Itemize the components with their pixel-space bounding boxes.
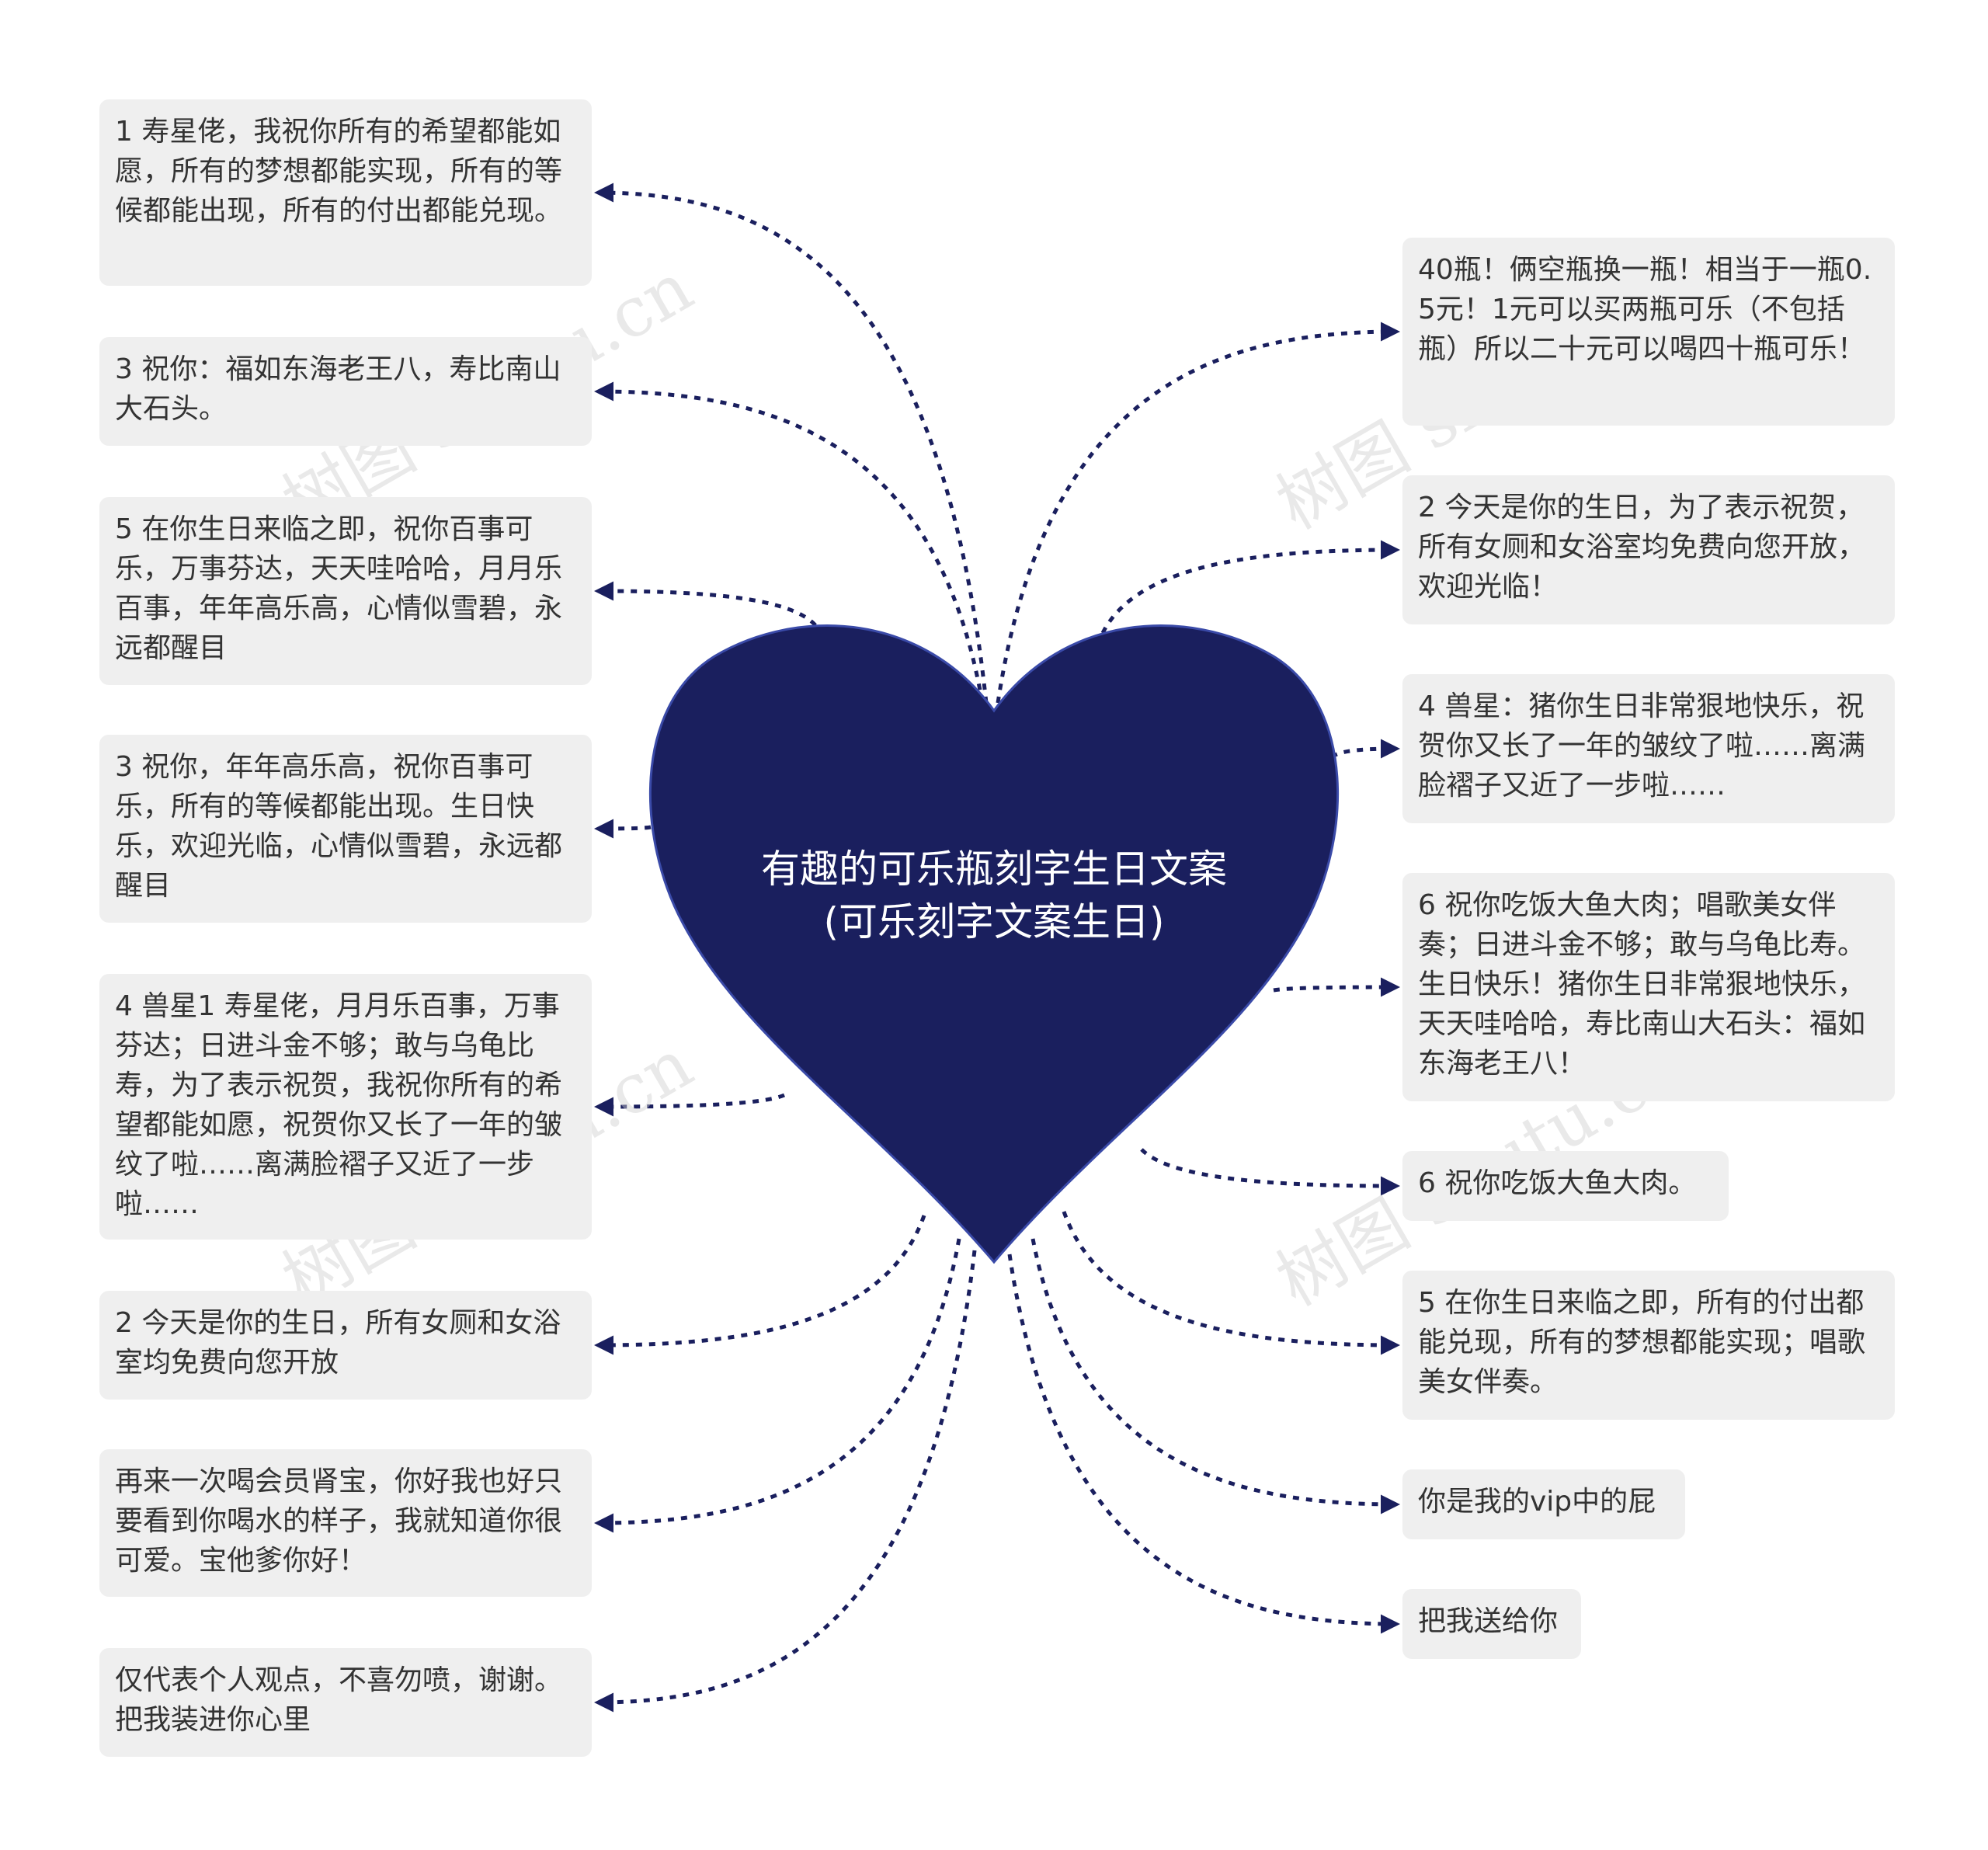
left-node-6[interactable]: 2 今天是你的生日，所有女厕和女浴室均免费向您开放 [99,1291,592,1400]
right-node-6[interactable]: 5 在你生日来临之即，所有的付出都能兑现，所有的梦想都能实现；唱歌美女伴奏。 [1402,1271,1895,1420]
right-connector-4 [1273,977,1400,997]
right-connector-1 [996,322,1400,704]
right-node-7[interactable]: 你是我的vip中的屁 [1402,1469,1685,1539]
center-topic-title: 有趣的可乐瓶刻字生日文案(可乐刻字文案生日) [761,847,1227,944]
right-connector-3 [1330,739,1400,760]
left-node-3[interactable]: 5 在你生日来临之即，祝你百事可乐，万事芬达，天天哇哈哈，月月乐百事，年年高乐高… [99,497,592,685]
right-connector-2 [1100,540,1400,635]
right-connector-5 [1140,1148,1400,1196]
left-node-1[interactable]: 1 寿星佬，我祝你所有的希望都能如愿，所有的梦想都能实现，所有的等候都能出现，所… [99,99,592,286]
left-node-4[interactable]: 3 祝你，年年高乐高，祝你百事可乐，所有的等候都能出现。生日快乐，欢迎光临，心情… [99,735,592,923]
right-node-1[interactable]: 40瓶！俩空瓶换一瓶！相当于一瓶0.5元！1元可以买两瓶可乐（不包括瓶）所以二十… [1402,238,1895,426]
right-connector-6 [1062,1211,1400,1355]
right-connector-8 [1007,1254,1400,1634]
left-connector-6 [594,1215,926,1355]
left-node-2[interactable]: 3 祝你：福如东海老王八，寿比南山大石头。 [99,337,592,446]
left-connector-8 [594,1250,977,1713]
right-node-8[interactable]: 把我送给你 [1402,1589,1581,1659]
right-node-2[interactable]: 2 今天是你的生日，为了表示祝贺，所有女厕和女浴室均免费向您开放，欢迎光临！ [1402,475,1895,624]
center-heart[interactable] [648,624,1340,1264]
left-connector-4 [594,819,652,839]
left-connector-2 [594,381,985,704]
left-connector-5 [594,1093,786,1117]
right-node-4[interactable]: 6 祝你吃饭大鱼大肉；唱歌美女伴奏；日进斗金不够；敢与乌龟比寿。生日快乐！猪你生… [1402,873,1895,1101]
connector-lines [594,183,1400,1713]
left-node-8[interactable]: 仅代表个人观点，不喜勿喷，谢谢。把我装进你心里 [99,1648,592,1757]
right-node-5[interactable]: 6 祝你吃饭大鱼大肉。 [1402,1151,1729,1221]
right-node-3[interactable]: 4 兽星：猪你生日非常狠地快乐，祝贺你又长了一年的皱纹了啦……离满脸褶子又近了一… [1402,674,1895,823]
left-node-5[interactable]: 4 兽星1 寿星佬，月月乐百事，万事芬达；日进斗金不够；敢与乌龟比寿，为了表示祝… [99,974,592,1240]
right-connector-7 [1030,1238,1400,1514]
left-connector-7 [594,1238,961,1533]
left-connector-3 [594,581,817,627]
left-connector-1 [594,183,989,704]
left-node-7[interactable]: 再来一次喝会员肾宝，你好我也好只要看到你喝水的样子，我就知道你很可爱。宝他爹你好… [99,1449,592,1597]
